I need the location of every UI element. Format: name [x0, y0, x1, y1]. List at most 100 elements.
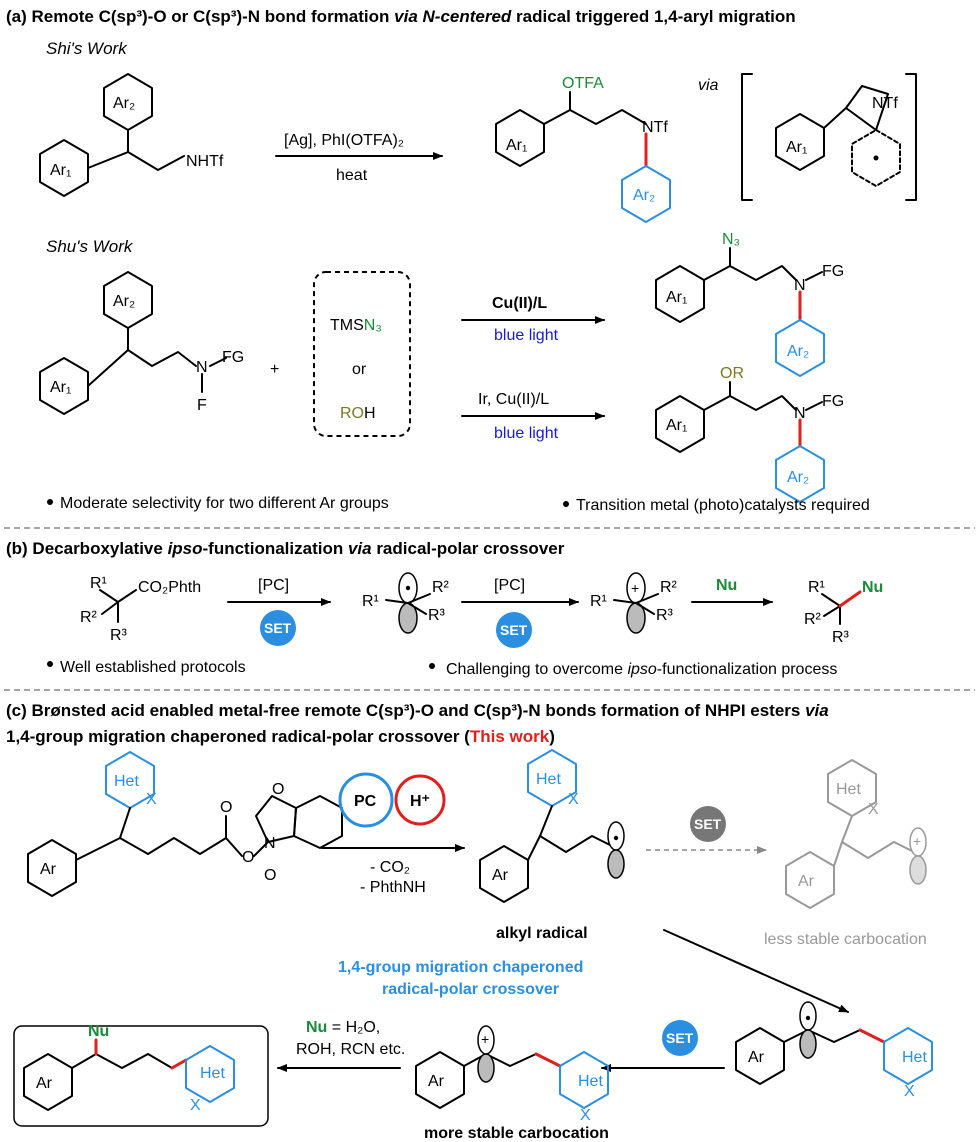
rad-het: Het: [536, 771, 561, 788]
shi-starting-material: Ar₂ Ar₁ NHTf: [39, 73, 224, 197]
bullet-b-left: [47, 661, 53, 667]
b-rad-r2: R²: [432, 579, 450, 596]
nu-list: ROH, RCN etc.: [296, 1041, 405, 1058]
shi-conditions-bottom: heat: [336, 167, 368, 184]
less-x: X: [868, 801, 879, 818]
prod2-or: OR: [720, 365, 744, 382]
prod1-ar1: Ar₁: [666, 289, 687, 306]
cond-co2: - CO₂: [370, 859, 410, 876]
c-sm-x: X: [146, 791, 157, 808]
prod1-n: N: [794, 277, 806, 294]
b-prod-nu: Nu: [862, 579, 883, 596]
prod1-ar2: Ar₂: [787, 343, 809, 360]
c-sm-o-carbonyl: O: [220, 799, 232, 816]
b-product: R¹ Nu R² R³: [804, 579, 883, 646]
h-plus-label: H⁺: [410, 793, 430, 810]
b-starting-material: R¹ CO₂Phth R² R³: [80, 575, 201, 644]
svg-text:+: +: [913, 833, 921, 849]
c-sm-o-imide-bottom: O: [264, 867, 276, 884]
set-grey: SET: [694, 816, 722, 832]
prod1-n3: N₃: [722, 231, 740, 248]
cond-phthnh: - PhthNH: [360, 879, 426, 896]
nhtf-label: NHTf: [186, 153, 224, 170]
less-stable-carbocation: + Het X Ar less stable carbocation: [764, 759, 927, 948]
pc-label: PC: [354, 793, 377, 810]
final-product: Nu Ar Het X: [13, 1023, 269, 1127]
shu-product-azide: N₃ N FG Ar₁ Ar₂: [655, 231, 844, 377]
section-a-title: (a) Remote C(sp³)-O or C(sp³)-N bond for…: [6, 7, 796, 26]
b-pc-1: [PC]: [258, 577, 289, 594]
b-cat-r1: R¹: [590, 593, 607, 610]
migration-line2: radical-polar crossover: [382, 981, 559, 998]
more-x: X: [580, 1107, 591, 1124]
nu-equation: Nu = H₂O,: [306, 1019, 380, 1036]
b-cation: + R¹ R² R³: [590, 572, 678, 634]
ar2-label: Ar₂: [113, 95, 135, 112]
shu-product-ether: OR N FG Ar₁ Ar₂: [655, 365, 844, 503]
bullet-b-right: [429, 663, 435, 669]
c-sm-o-ester: O: [242, 849, 254, 866]
cond2-top: Ir, Cu(II)/L: [478, 391, 549, 408]
set-grey-badge: [690, 806, 726, 842]
migrated-radical: Ar Het X: [735, 1001, 933, 1100]
c-sm-o-imide-top: O: [272, 781, 284, 798]
shu-f-label: F: [197, 397, 207, 414]
c-sm-het: Het: [114, 773, 139, 790]
c-sm-ar: Ar: [40, 861, 57, 878]
b-prod-r3: R³: [832, 629, 850, 646]
b-pc-2: [PC]: [494, 577, 525, 594]
alkyl-radical-label: alkyl radical: [496, 925, 588, 942]
rad-ar: Ar: [492, 867, 509, 884]
prod2-ar2: Ar₂: [787, 469, 809, 486]
b-cat-r2: R²: [660, 579, 678, 596]
b-radical: R¹ R² R³: [362, 572, 450, 634]
note-b-right: Challenging to overcome ipso-functionali…: [446, 661, 837, 678]
migration-line1: 1,4-group migration chaperoned: [338, 959, 583, 976]
otfa-label: OTFA: [562, 75, 604, 92]
b-rad-r3: R³: [428, 607, 446, 624]
b-prod-r1: R¹: [808, 579, 825, 596]
plus-sign: +: [270, 361, 279, 378]
b-sm-co2phth: CO₂Phth: [138, 579, 201, 596]
cond1-bottom: blue light: [494, 327, 559, 344]
less-het: Het: [836, 781, 861, 798]
c-starting-material: Het X Ar O O O O N: [27, 751, 343, 897]
b-sm-r1: R¹: [90, 575, 107, 592]
note-b-left: Well established protocols: [60, 659, 246, 676]
b-nu-reagent: Nu: [716, 577, 737, 594]
shu-starting-material: Ar₂ Ar₁ N FG F: [39, 271, 244, 415]
cond2-bottom: blue light: [494, 425, 559, 442]
shu-n-label: N: [196, 359, 208, 376]
prod1-fg: FG: [822, 263, 844, 280]
more-ar: Ar: [428, 1073, 445, 1090]
shu-ar1-label: Ar₁: [50, 379, 71, 396]
shu-ar2-label: Ar₂: [113, 293, 135, 310]
ntf-label: NTf: [642, 119, 668, 136]
more-stable-label: more stable carbocation: [424, 1125, 609, 1142]
c-sm-n: N: [264, 835, 276, 852]
alkyl-radical: Het X Ar alkyl radical: [479, 749, 625, 942]
prod-nu: Nu: [88, 1023, 109, 1040]
svg-text:+: +: [481, 1031, 489, 1047]
shi-conditions-top: [Ag], PhI(OTFA)₂: [284, 132, 404, 149]
b-cat-r3: R³: [656, 607, 674, 624]
b-set-1: SET: [264, 620, 292, 636]
prod-ar: Ar: [36, 1075, 53, 1092]
reagent-box: TMSN₃ or ROH: [313, 271, 411, 437]
section-c-title-line2: 1,4-group migration chaperoned radical-p…: [6, 727, 555, 746]
via-label: via: [698, 77, 719, 94]
bullet-a-right: [563, 501, 569, 507]
photocatalyst-cycle: PC H⁺: [338, 772, 446, 828]
set-blue-badge: [662, 1020, 698, 1056]
set-blue: SET: [666, 1030, 694, 1046]
shi-product: OTFA NTf Ar₁ Ar₂: [495, 75, 671, 223]
mig-ar: Ar: [748, 1049, 765, 1066]
shu-fg-label: FG: [222, 349, 244, 366]
b-rad-r1: R¹: [362, 593, 379, 610]
svg-text:+: +: [631, 580, 639, 596]
intermediate-ntf: NTf: [872, 95, 898, 112]
less-stable-label: less stable carbocation: [764, 931, 927, 948]
product-ar2-label: Ar₂: [633, 187, 655, 204]
bullet-a-left: [47, 499, 53, 505]
